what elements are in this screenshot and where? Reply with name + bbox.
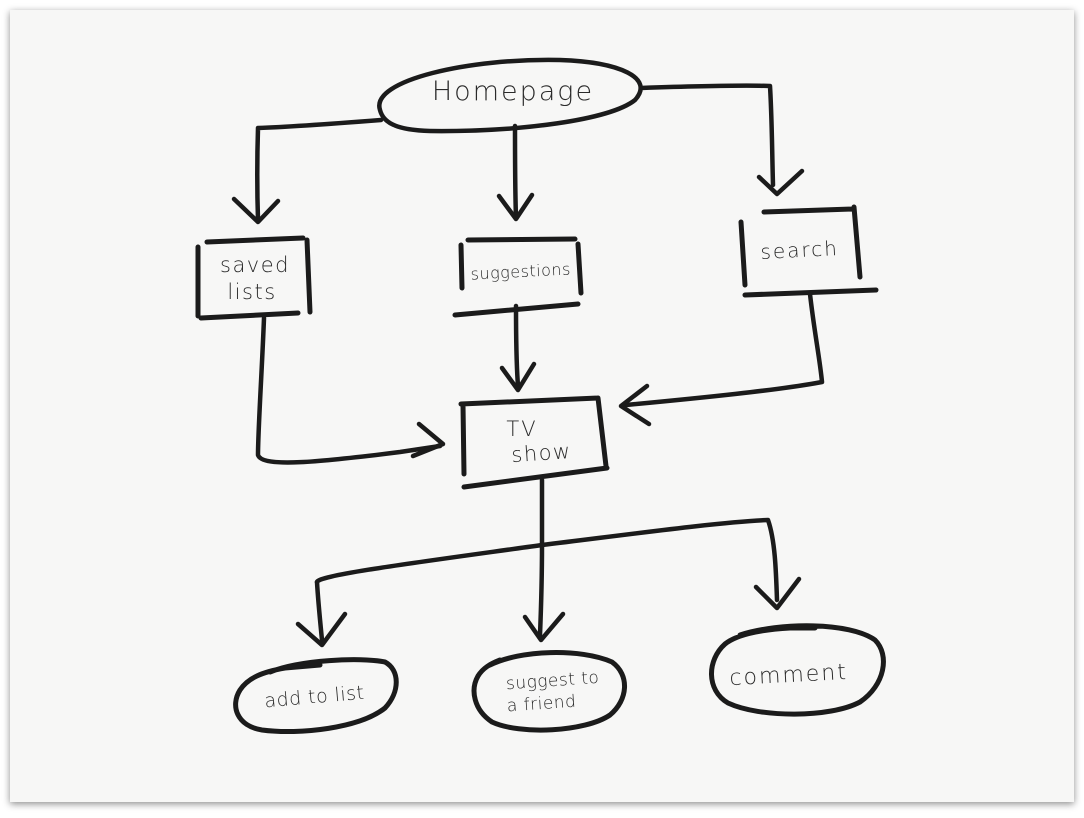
arrowhead-tv-show-top xyxy=(499,361,537,393)
arrowhead-search xyxy=(756,168,805,197)
homepage-oval xyxy=(377,57,643,134)
tv-show-label-line2: show xyxy=(511,439,573,467)
edge-suggestions-to-tv-show xyxy=(513,303,521,389)
node-add-to-list: add to list xyxy=(233,657,399,734)
add-to-list-label: add to list xyxy=(264,682,366,713)
homepage-label: Homepage xyxy=(432,76,594,107)
node-saved-lists: saved lists xyxy=(195,235,313,321)
node-comment: comment xyxy=(709,623,886,717)
add-to-list-oval xyxy=(233,657,399,734)
saved-lists-box xyxy=(195,235,313,321)
node-suggestions: suggestions xyxy=(452,236,584,318)
suggest-to-friend-oval xyxy=(471,650,627,733)
arrowhead-tv-show-left xyxy=(410,421,446,459)
suggestions-label: suggestions xyxy=(470,259,571,283)
edge-homepage-to-saved-lists xyxy=(255,117,384,223)
tv-show-box xyxy=(458,395,610,490)
edge-tv-show-to-suggest-to-friend xyxy=(537,542,545,638)
comment-oval xyxy=(709,623,886,717)
edges xyxy=(231,83,825,648)
suggest-to-friend-label-line1: suggest to xyxy=(505,668,600,694)
edge-saved-lists-to-tv-show xyxy=(255,315,443,465)
node-suggest-to-friend: suggest to a friend xyxy=(471,650,627,733)
edge-homepage-to-suggestions xyxy=(512,123,519,221)
node-homepage: Homepage xyxy=(377,57,643,134)
node-tv-show: TV show xyxy=(458,395,610,490)
saved-lists-label-line2: lists xyxy=(227,280,276,304)
search-label: search xyxy=(760,236,840,264)
arrowhead-saved-lists xyxy=(231,196,281,225)
arrowhead-tv-show-right xyxy=(618,383,652,427)
saved-lists-label-line1: saved xyxy=(220,253,290,277)
arrowhead-add-to-list xyxy=(295,611,348,648)
edge-homepage-to-search xyxy=(638,83,776,188)
edge-search-to-tv-show xyxy=(623,291,825,408)
tv-show-label-line1: TV xyxy=(506,417,537,441)
arrowhead-suggest-to-friend xyxy=(522,611,566,643)
suggest-to-friend-label-line2: a friend xyxy=(506,692,577,717)
suggestions-box xyxy=(452,236,584,318)
edge-tv-show-to-add-to-list xyxy=(314,579,325,643)
comment-label: comment xyxy=(729,660,849,691)
node-search: search xyxy=(738,204,879,298)
edge-branch-bar xyxy=(314,517,780,603)
arrowhead-comment xyxy=(753,576,802,611)
arrowhead-suggestions xyxy=(496,192,535,222)
paper-sheet xyxy=(10,10,1074,802)
search-box xyxy=(738,204,879,298)
